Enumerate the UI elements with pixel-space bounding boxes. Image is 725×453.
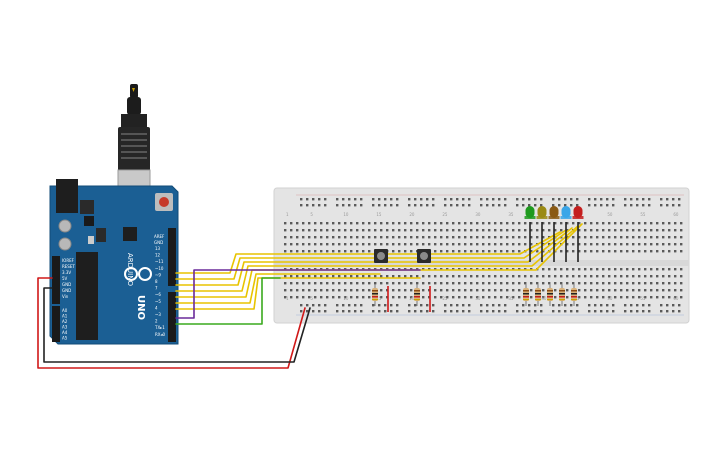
digital-pin-label: TX▸1 bbox=[154, 325, 165, 330]
column-number: 30 bbox=[475, 212, 481, 217]
aref-label: AREF bbox=[154, 234, 165, 239]
column-number: 15 bbox=[376, 296, 382, 301]
atmega-chip bbox=[76, 252, 98, 340]
column-number: 50 bbox=[607, 212, 613, 217]
column-number: 35 bbox=[508, 296, 514, 301]
digital-pin-label: ~3 bbox=[155, 312, 161, 317]
led-group[interactable] bbox=[524, 206, 584, 219]
analog-pin-label: A3 bbox=[62, 325, 68, 330]
power-pin-label: GND bbox=[62, 282, 71, 287]
column-number: 60 bbox=[673, 212, 679, 217]
column-number: 20 bbox=[409, 212, 415, 217]
column-number: 40 bbox=[541, 296, 547, 301]
led[interactable] bbox=[536, 206, 548, 219]
digital-pin-label: 2 bbox=[155, 319, 158, 324]
analog-pin-label: A2 bbox=[62, 319, 68, 324]
push-button-1[interactable] bbox=[374, 249, 388, 263]
digital-pin-label: ~9 bbox=[155, 272, 161, 277]
column-number: 10 bbox=[343, 212, 349, 217]
resistor[interactable] bbox=[414, 284, 420, 306]
digital-pin-label: ~10 bbox=[155, 266, 164, 271]
power-pin-label: GND bbox=[62, 288, 71, 293]
resistor[interactable] bbox=[523, 284, 529, 306]
column-number: 25 bbox=[442, 212, 448, 217]
digital-pin-label: RX◂0 bbox=[155, 332, 166, 337]
column-number: 55 bbox=[640, 296, 646, 301]
resistor[interactable] bbox=[559, 284, 565, 306]
push-button-2[interactable] bbox=[417, 249, 431, 263]
red-jumpers bbox=[387, 286, 431, 312]
digital-pin-label: 4 bbox=[155, 305, 158, 310]
digital-pin-labels: 13 12~11 ~10~9 8 7~6 ~54 ~3 2TX▸1RX◂0 bbox=[154, 246, 166, 337]
wire-yellow-2[interactable] bbox=[175, 229, 567, 280]
column-number: 20 bbox=[409, 296, 415, 301]
column-number: 60 bbox=[673, 296, 679, 301]
analog-header bbox=[52, 306, 60, 342]
breadboard[interactable]: 151015202530354045505560 151015202530354… bbox=[273, 187, 690, 324]
digital-pin-label: 12 bbox=[155, 253, 161, 258]
resistor[interactable] bbox=[535, 284, 541, 306]
column-number: 5 bbox=[310, 212, 313, 217]
column-number: 45 bbox=[574, 296, 580, 301]
wire-green[interactable] bbox=[175, 277, 281, 325]
gnd-label: GND bbox=[154, 240, 163, 245]
power-pin-label: IOREF bbox=[62, 258, 75, 263]
column-number: 30 bbox=[475, 296, 481, 301]
column-number: 50 bbox=[607, 296, 613, 301]
column-number: 1 bbox=[286, 212, 289, 217]
digital-pin-label: ~5 bbox=[155, 299, 161, 304]
resistor[interactable] bbox=[372, 284, 378, 306]
column-number: 5 bbox=[310, 296, 313, 301]
digital-header-low bbox=[168, 292, 176, 342]
digital-pin-label: ~11 bbox=[155, 259, 164, 264]
wire-purple[interactable] bbox=[175, 269, 421, 319]
analog-pin-label: A0 bbox=[62, 308, 68, 313]
column-number: 15 bbox=[376, 212, 382, 217]
resistor[interactable] bbox=[571, 284, 577, 306]
led[interactable] bbox=[524, 206, 536, 219]
breadboard-column-numbers-bottom: 151015202530354045505560 bbox=[286, 296, 679, 301]
wire-yellow-1[interactable] bbox=[175, 231, 561, 274]
column-number: 25 bbox=[442, 296, 448, 301]
column-number: 10 bbox=[343, 296, 349, 301]
digital-pin-label: ~6 bbox=[155, 292, 161, 297]
power-header bbox=[52, 256, 60, 304]
digital-header-high bbox=[168, 228, 176, 286]
digital-pin-label: 13 bbox=[155, 246, 161, 251]
arduino-logo bbox=[124, 267, 152, 281]
wire-yellow-7[interactable] bbox=[175, 277, 421, 310]
led[interactable] bbox=[572, 206, 584, 219]
dc-jack bbox=[56, 179, 78, 213]
model-label: UNO bbox=[135, 295, 146, 320]
wire-black-gnd[interactable] bbox=[43, 287, 311, 363]
digital-pin-label: 7 bbox=[155, 286, 158, 291]
brand-label: ARDUINO bbox=[126, 253, 134, 286]
column-number: 35 bbox=[508, 212, 514, 217]
resistor-group[interactable] bbox=[372, 284, 577, 306]
arduino-uno-board[interactable]: ARDUINO UNO AREF GND 13 12~11 ~10~9 8 7~6 ~54… bbox=[49, 179, 179, 345]
analog-pin-label: A4 bbox=[62, 330, 68, 335]
led[interactable] bbox=[560, 206, 572, 219]
wire-red-5v[interactable] bbox=[37, 277, 306, 369]
column-number: 1 bbox=[286, 296, 289, 301]
power-pin-label: RESET bbox=[62, 264, 75, 269]
power-pin-label: 5V bbox=[62, 276, 68, 281]
wire-yellow-6[interactable] bbox=[175, 273, 381, 304]
wire-yellow-4[interactable] bbox=[175, 225, 579, 292]
column-number: 55 bbox=[640, 212, 646, 217]
analog-pin-label: A5 bbox=[62, 336, 68, 341]
resistor[interactable] bbox=[547, 284, 553, 306]
analog-pin-label: A1 bbox=[62, 314, 68, 319]
power-pin-label: Vin bbox=[62, 294, 69, 299]
led-legs bbox=[529, 222, 579, 262]
led[interactable] bbox=[548, 206, 560, 219]
digital-pin-label: 8 bbox=[155, 279, 158, 284]
power-pin-label: 3.3V bbox=[62, 270, 71, 275]
